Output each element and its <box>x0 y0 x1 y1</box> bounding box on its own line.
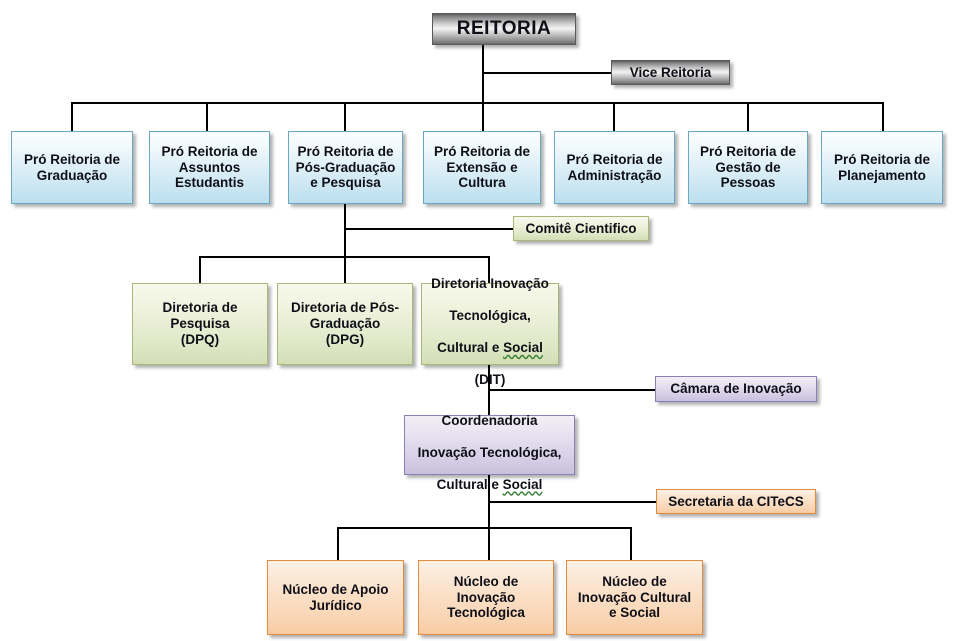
node-pro-reitoria-extensao-cultura[interactable]: Pró Reitoria de Extensão e Cultura <box>423 131 541 204</box>
node-vice-reitoria[interactable]: Vice Reitoria <box>611 60 730 85</box>
node-pro-reitoria-gestao-pessoas[interactable]: Pró Reitoria de Gestão de Pessoas <box>688 131 808 204</box>
connector-vice-reitoria <box>482 72 612 74</box>
connector-nucleos-bus <box>337 527 631 529</box>
node-pro-reitoria-assuntos-estudantis[interactable]: Pró Reitoria de Assuntos Estudantis <box>149 131 270 204</box>
connector-drop-dpg <box>344 256 346 284</box>
node-nucleo-inovacao-cultural-social[interactable]: Núcleo de Inovação Cultural e Social <box>566 560 703 635</box>
connector-drop-pr-pos-graduacao <box>344 102 346 132</box>
connector-drop-pr-extensao <box>482 102 484 132</box>
connector-reitoria-trunk <box>482 45 484 103</box>
connector-drop-dit <box>488 256 490 284</box>
node-coordenadoria-citecs[interactable]: Coordenadoria Inovação Tecnológica, Cult… <box>404 413 575 492</box>
dit-line-3b-misspelled: Social <box>503 339 543 355</box>
dit-line-2: Tecnológica, <box>449 308 531 324</box>
connector-camara-inovacao <box>488 389 656 391</box>
coordenadoria-line-2: Inovação Tecnológica, <box>417 445 562 460</box>
coordenadoria-line-3a: Cultural e <box>436 476 503 492</box>
connector-drop-pr-gestao <box>747 102 749 132</box>
connector-drop-pr-assuntos <box>206 102 208 132</box>
node-pro-reitoria-graduacao[interactable]: Pró Reitoria de Graduação <box>11 131 133 204</box>
node-coordenadoria-citecs-text: Coordenadoria Inovação Tecnológica, Cult… <box>418 397 562 493</box>
node-pro-reitoria-pos-graduacao-pesquisa[interactable]: Pró Reitoria de Pós-Graduação e Pesquisa <box>288 131 403 204</box>
connector-secretaria-citecs <box>488 501 657 503</box>
node-diretoria-pos-graduacao-dpg[interactable]: Diretoria de Pós- Graduação (DPG) <box>277 283 413 365</box>
connector-comite-cientifico <box>344 228 514 230</box>
connector-pos-graduacao-trunk <box>344 204 346 288</box>
node-diretoria-pesquisa-dpq[interactable]: Diretoria de Pesquisa (DPQ) <box>132 283 268 365</box>
node-reitoria[interactable]: REITORIA <box>432 13 576 45</box>
connector-drop-nucleo-inovacao-cultural-social <box>630 527 632 561</box>
node-diretoria-inovacao-dit[interactable]: Diretoria Inovação Tecnológica, Cultural… <box>421 276 559 387</box>
dit-line-1: Diretoria Inovação <box>431 276 549 292</box>
connector-drop-nucleo-inovacao-tecnologica <box>488 527 490 561</box>
coordenadoria-line-1: Coordenadoria <box>441 413 538 429</box>
node-nucleo-apoio-juridico[interactable]: Núcleo de Apoio Jurídico <box>267 560 404 635</box>
node-camara-inovacao[interactable]: Câmara de Inovação <box>655 376 817 402</box>
connector-drop-pr-graduacao <box>71 102 73 132</box>
connector-drop-pr-administracao <box>613 102 615 132</box>
node-nucleo-inovacao-tecnologica[interactable]: Núcleo de Inovação Tecnológica <box>418 560 554 635</box>
node-pro-reitoria-planejamento[interactable]: Pró Reitoria de Planejamento <box>821 131 943 204</box>
coordenadoria-line-3b-misspelled: Social <box>502 476 543 492</box>
node-diretoria-inovacao-dit-text: Diretoria Inovação Tecnológica, Cultural… <box>431 260 549 387</box>
connector-drop-nucleo-apoio-juridico <box>337 527 339 561</box>
connector-pro-reitorias-bus <box>71 102 884 104</box>
connector-drop-pr-planejamento <box>882 102 884 132</box>
node-comite-cientifico[interactable]: Comitê Cientifico <box>513 216 649 241</box>
connector-drop-dpq <box>199 256 201 284</box>
node-secretaria-citecs[interactable]: Secretaria da CITeCS <box>656 489 816 514</box>
node-pro-reitoria-administracao[interactable]: Pró Reitoria de Administração <box>554 131 675 204</box>
dit-line-3a: Cultural e <box>437 339 504 355</box>
